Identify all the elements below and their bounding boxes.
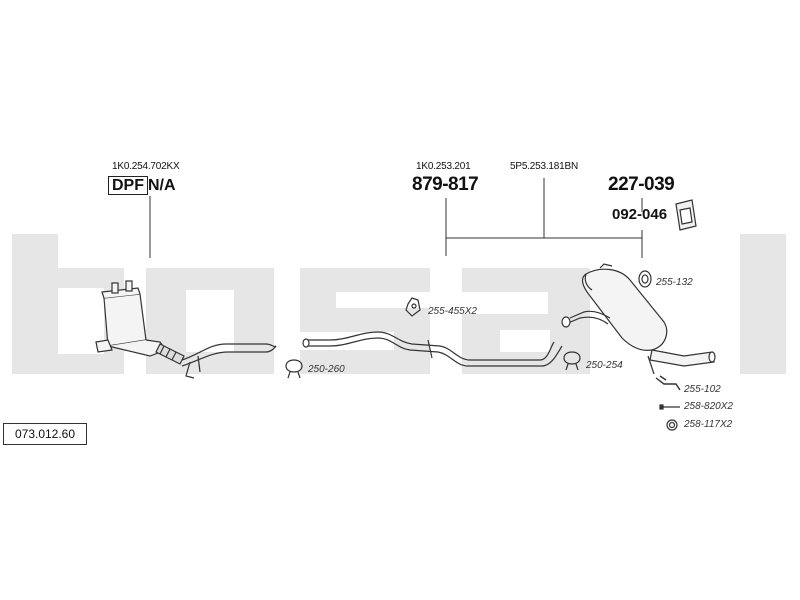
hanger-icon-255-455X2 bbox=[405, 297, 421, 317]
ring-icon-258-117X2 bbox=[666, 419, 678, 431]
accessory-label: 255-102 bbox=[684, 384, 721, 395]
dpf-unit bbox=[95, 280, 185, 365]
bracket-icon-255-102 bbox=[655, 375, 681, 391]
dpf-badge: DPF bbox=[108, 176, 148, 195]
middle-pipe bbox=[302, 331, 563, 367]
dpf-part-number: N/A bbox=[148, 177, 176, 194]
clamp-icon-255-132 bbox=[638, 270, 652, 288]
oe-number-rear: 5P5.253.181BN bbox=[510, 161, 579, 172]
brand-watermark bbox=[12, 234, 786, 374]
part-number-middle: 879-817 bbox=[412, 174, 479, 195]
reference-number: 073.012.60 bbox=[3, 423, 87, 445]
rear-muffler bbox=[561, 263, 716, 375]
accessory-label: 258-820X2 bbox=[684, 401, 733, 412]
clamp-icon-250-260 bbox=[285, 359, 303, 379]
part-number-mount: 092-046 bbox=[612, 206, 668, 223]
clamp-icon-250-254 bbox=[563, 351, 581, 371]
accessory-label: 255-455X2 bbox=[428, 306, 477, 317]
leader-lines bbox=[149, 178, 643, 258]
mount-icon-092-046 bbox=[675, 199, 697, 231]
accessory-label: 255-132 bbox=[656, 277, 693, 288]
accessory-label: 250-254 bbox=[586, 360, 623, 371]
oe-number-dpf: 1K0.254.702KX bbox=[112, 161, 180, 172]
oe-number-middle: 1K0.253.201 bbox=[416, 161, 471, 172]
accessory-label: 250-260 bbox=[308, 364, 345, 375]
part-number-rear: 227-039 bbox=[608, 174, 675, 195]
front-pipe bbox=[181, 343, 277, 379]
bolt-icon-258-820X2 bbox=[659, 404, 680, 410]
accessory-label: 258-117X2 bbox=[684, 419, 733, 430]
